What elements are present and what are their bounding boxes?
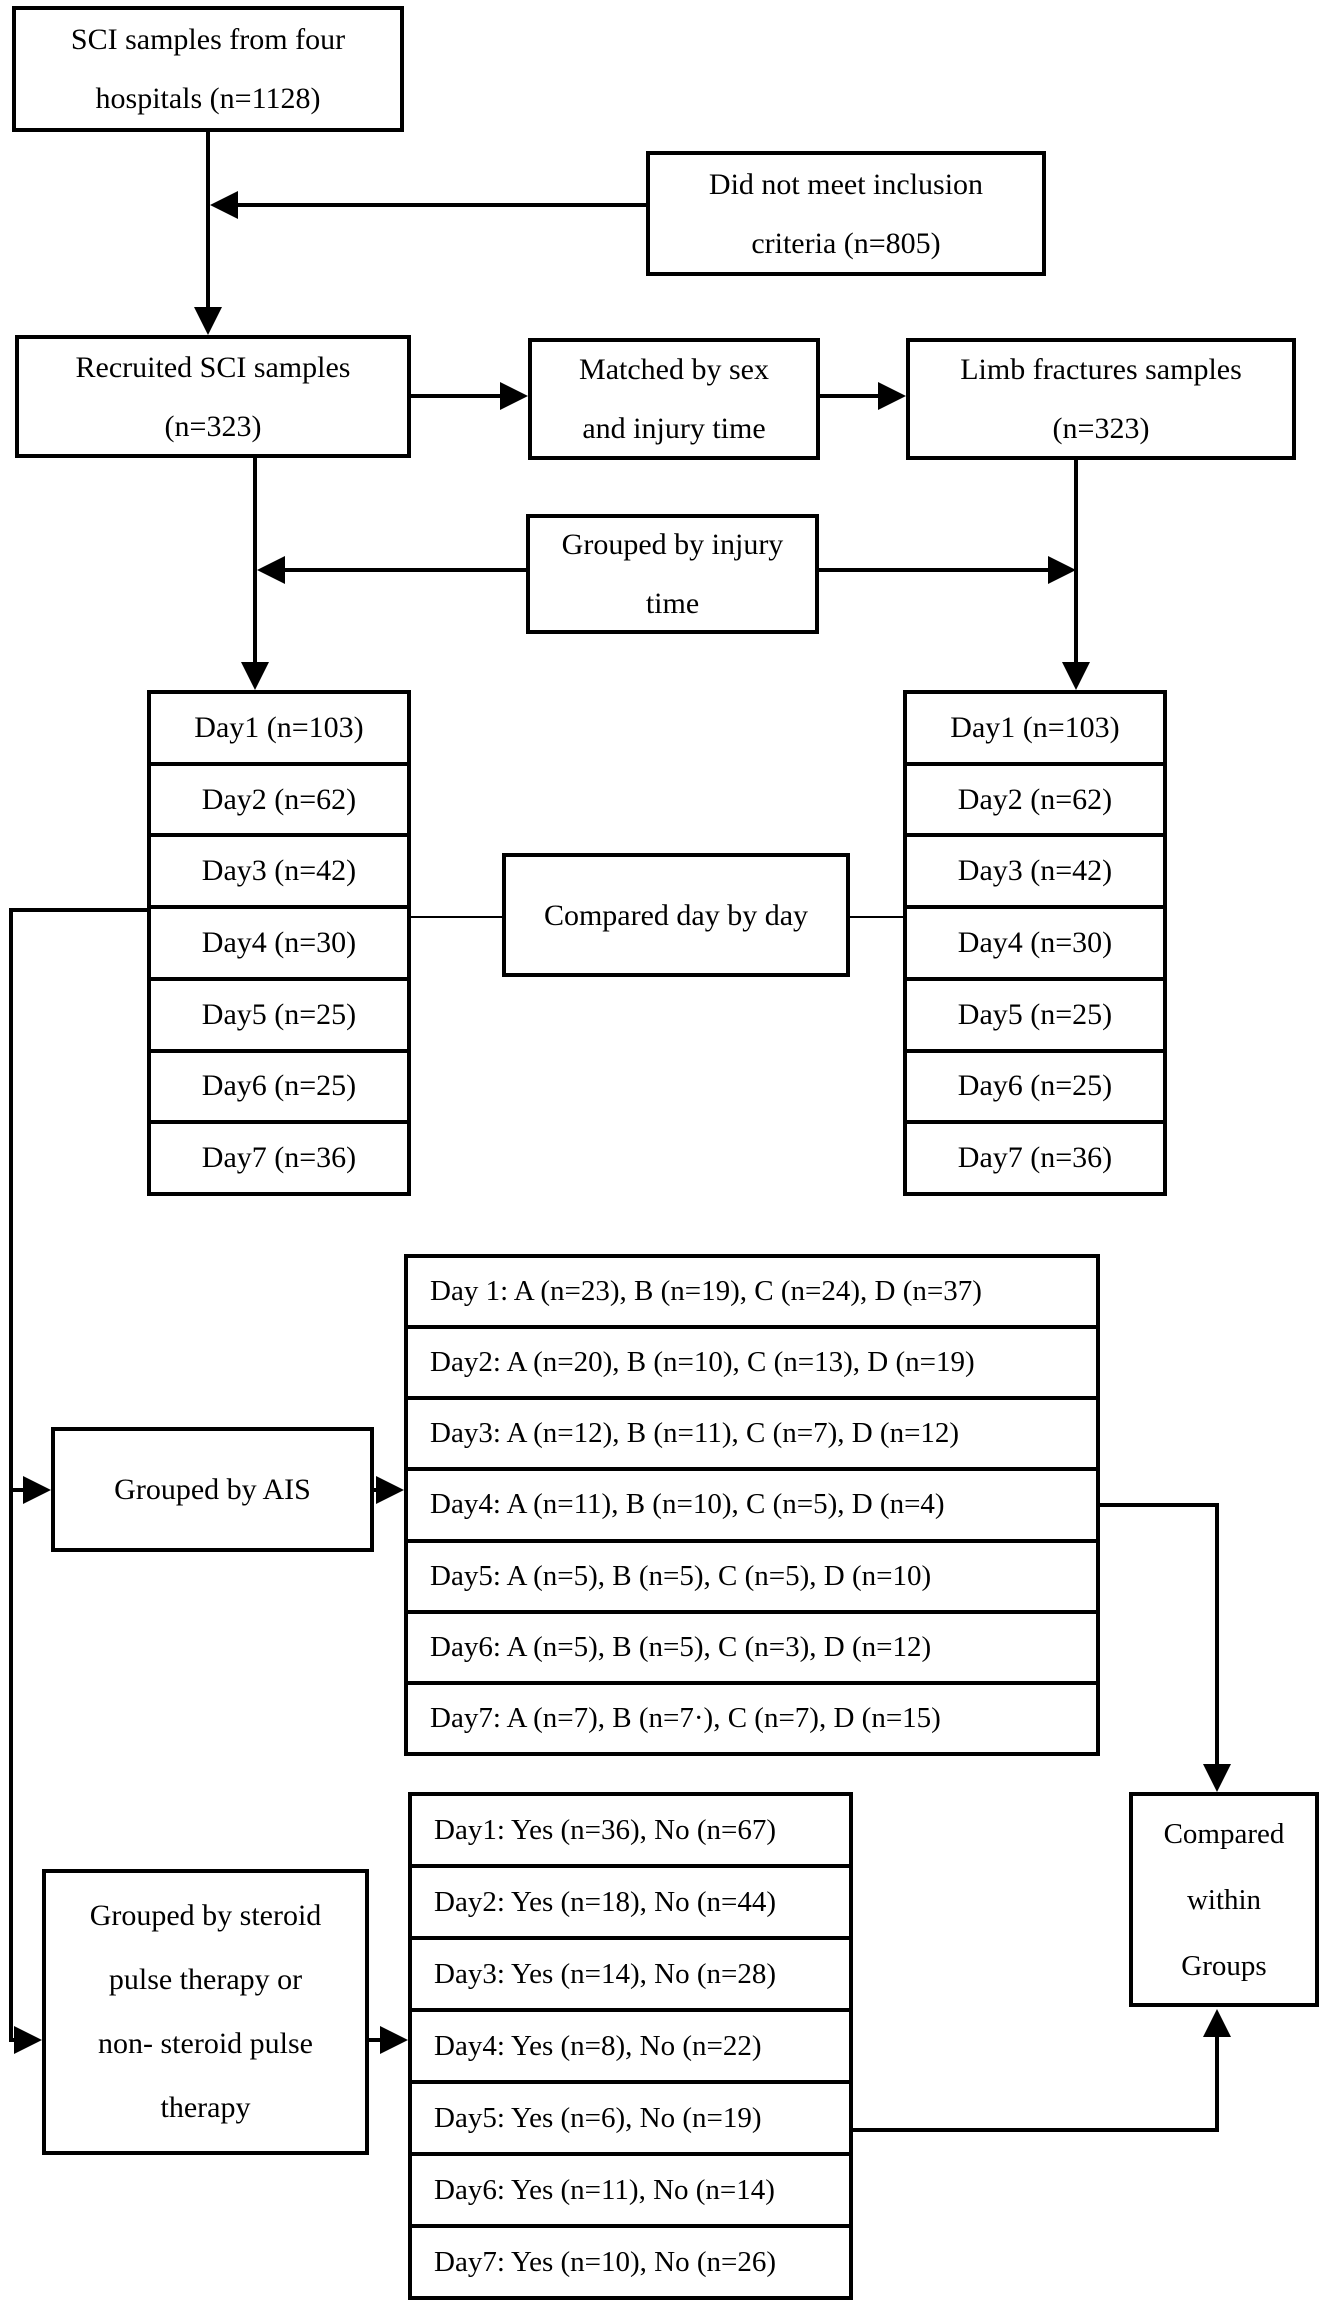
sci-day6-row: Day6 (n=25) <box>151 1048 407 1121</box>
fracture-day7-row: Day7 (n=36) <box>907 1120 1163 1192</box>
arrowhead-down-icon <box>241 662 269 690</box>
ais-day3-row: Day3: A (n=12), B (n=11), C (n=7), D (n=… <box>408 1396 1096 1467</box>
connector-days-to-leftrail <box>11 908 147 912</box>
box-ais-label: Grouped by AIS <box>114 1473 311 1506</box>
connector-injurytime-right <box>819 568 1048 572</box>
fracture-day5-row: Day5 (n=25) <box>907 976 1163 1049</box>
arrowhead-down-icon <box>1062 662 1090 690</box>
steroid-day7-row: Day7: Yes (n=10), No (n=26) <box>412 2224 849 2296</box>
box-steroid-line3: non- steroid pulse <box>98 2027 313 2060</box>
connector-aistable-to-compwithin-v <box>1215 1503 1219 1766</box>
box-recruited-sci: Recruited SCI samples (n=323) <box>15 335 411 458</box>
ais-day4-row: Day4: A (n=11), B (n=10), C (n=5), D (n=… <box>408 1467 1096 1538</box>
box-not-meet-inclusion: Did not meet inclusion criteria (n=805) <box>646 151 1046 276</box>
box-matched-line2: and injury time <box>582 412 766 445</box>
box-injury-line2: time <box>645 587 700 620</box>
box-steroid-line4: therapy <box>160 2091 251 2124</box>
fracture-day-column: Day1 (n=103) Day2 (n=62) Day3 (n=42) Day… <box>903 690 1167 1196</box>
arrowhead-left-icon <box>210 191 238 219</box>
connector-limb-to-days <box>1074 460 1078 666</box>
arrowhead-up-icon <box>1203 2009 1231 2037</box>
arrowhead-right-icon <box>500 382 528 410</box>
connector-left-rail <box>9 908 13 2042</box>
connector-days-to-compday-right <box>850 916 903 918</box>
ais-day6-row: Day6: A (n=5), B (n=5), C (n=3), D (n=12… <box>408 1609 1096 1681</box>
arrowhead-right-icon <box>14 2026 42 2054</box>
fracture-day6-row: Day6 (n=25) <box>907 1048 1163 1121</box>
box-steroid-line1: Grouped by steroid <box>89 1899 322 1932</box>
steroid-day3-row: Day3: Yes (n=14), No (n=28) <box>412 1936 849 2008</box>
sci-day7-row: Day7 (n=36) <box>151 1120 407 1192</box>
arrowhead-down-icon <box>194 307 222 335</box>
box-compared-day-by-day: Compared day by day <box>502 853 850 977</box>
connector-steroid-to-table <box>369 2038 381 2042</box>
box-limb-fractures: Limb fractures samples (n=323) <box>906 338 1296 460</box>
box-compwithin-line2: within <box>1186 1883 1262 1916</box>
sci-day1-row: Day1 (n=103) <box>194 710 364 744</box>
connector-sci-to-recruited <box>206 130 210 310</box>
fracture-day4-row: Day4 (n=30) <box>907 905 1163 977</box>
sci-day3-row: Day3 (n=42) <box>151 833 407 905</box>
box-sci-samples-line2: hospitals (n=1128) <box>95 82 321 115</box>
steroid-day2-row: Day2: Yes (n=18), No (n=44) <box>412 1864 849 1936</box>
fracture-day3-row: Day3 (n=42) <box>907 833 1163 905</box>
steroid-day-table: Day1: Yes (n=36), No (n=67) Day2: Yes (n… <box>408 1792 853 2300</box>
box-steroid-line2: pulse therapy or <box>108 1963 303 1996</box>
arrowhead-right-icon <box>1048 556 1076 584</box>
box-compday-label: Compared day by day <box>543 898 809 932</box>
fracture-day2-row: Day2 (n=62) <box>907 761 1163 834</box>
connector-rail-to-ais <box>11 1488 25 1492</box>
ais-day2-row: Day2: A (n=20), B (n=10), C (n=13), D (n… <box>408 1325 1096 1396</box>
box-not-meet-line1: Did not meet inclusion <box>708 167 984 201</box>
box-not-meet-line2: criteria (n=805) <box>751 226 941 260</box>
arrowhead-left-icon <box>257 556 285 584</box>
box-grouped-by-steroid: Grouped by steroid pulse therapy or non-… <box>42 1869 369 2155</box>
connector-notmeet-to-line <box>238 203 646 207</box>
box-sci-samples-line1: SCI samples from four <box>70 23 346 56</box>
connector-recruited-to-days <box>253 458 257 666</box>
sci-day4-row: Day4 (n=30) <box>151 905 407 977</box>
connector-aistable-to-compwithin-h <box>1100 1503 1219 1507</box>
arrowhead-right-icon <box>878 382 906 410</box>
arrowhead-right-icon <box>380 2026 408 2054</box>
box-recruited-line2: (n=323) <box>164 409 262 443</box>
sci-day2-row: Day2 (n=62) <box>151 761 407 834</box>
arrowhead-right-icon <box>376 1476 404 1504</box>
box-recruited-line1: Recruited SCI samples <box>75 350 351 384</box>
connector-steroidtable-to-compwithin-h <box>853 2128 1219 2132</box>
box-injury-line1: Grouped by injury <box>561 528 784 561</box>
connector-matched-to-limb <box>820 394 880 398</box>
box-grouped-by-injury-time: Grouped by injury time <box>526 514 819 634</box>
box-grouped-by-ais: Grouped by AIS <box>51 1427 374 1552</box>
ais-day-table: Day 1: A (n=23), B (n=19), C (n=24), D (… <box>404 1254 1100 1756</box>
box-compwithin-line1: Compared <box>1163 1817 1285 1850</box>
ais-day7-row: Day7: A (n=7), B (n=7·), C (n=7), D (n=1… <box>408 1680 1096 1752</box>
connector-injurytime-left <box>285 568 526 572</box>
box-limb-line1: Limb fractures samples <box>960 353 1242 386</box>
fracture-day1-row: Day1 (n=103) <box>950 710 1120 744</box>
box-compared-within-groups: Compared within Groups <box>1129 1792 1319 2007</box>
connector-recruited-to-matched <box>411 394 502 398</box>
sci-day5-row: Day5 (n=25) <box>151 976 407 1049</box>
steroid-day1-row: Day1: Yes (n=36), No (n=67) <box>434 1813 777 1846</box>
box-sci-samples: SCI samples from four hospitals (n=1128) <box>12 6 404 132</box>
connector-steroidtable-to-compwithin-v <box>1215 2037 1219 2132</box>
box-matched-line1: Matched by sex <box>579 353 769 386</box>
sci-day-column: Day1 (n=103) Day2 (n=62) Day3 (n=42) Day… <box>147 690 411 1196</box>
ais-day5-row: Day5: A (n=5), B (n=5), C (n=5), D (n=10… <box>408 1538 1096 1610</box>
arrowhead-down-icon <box>1203 1764 1231 1792</box>
ais-day1-row: Day 1: A (n=23), B (n=19), C (n=24), D (… <box>430 1275 982 1308</box>
connector-days-to-compday-left <box>411 916 502 918</box>
steroid-day4-row: Day4: Yes (n=8), No (n=22) <box>412 2008 849 2080</box>
box-matched-by-sex: Matched by sex and injury time <box>528 338 820 460</box>
box-compwithin-line3: Groups <box>1181 1949 1267 1982</box>
box-limb-line2: (n=323) <box>1052 412 1150 445</box>
steroid-day5-row: Day5: Yes (n=6), No (n=19) <box>412 2080 849 2152</box>
arrowhead-right-icon <box>23 1476 51 1504</box>
steroid-day6-row: Day6: Yes (n=11), No (n=14) <box>412 2152 849 2224</box>
